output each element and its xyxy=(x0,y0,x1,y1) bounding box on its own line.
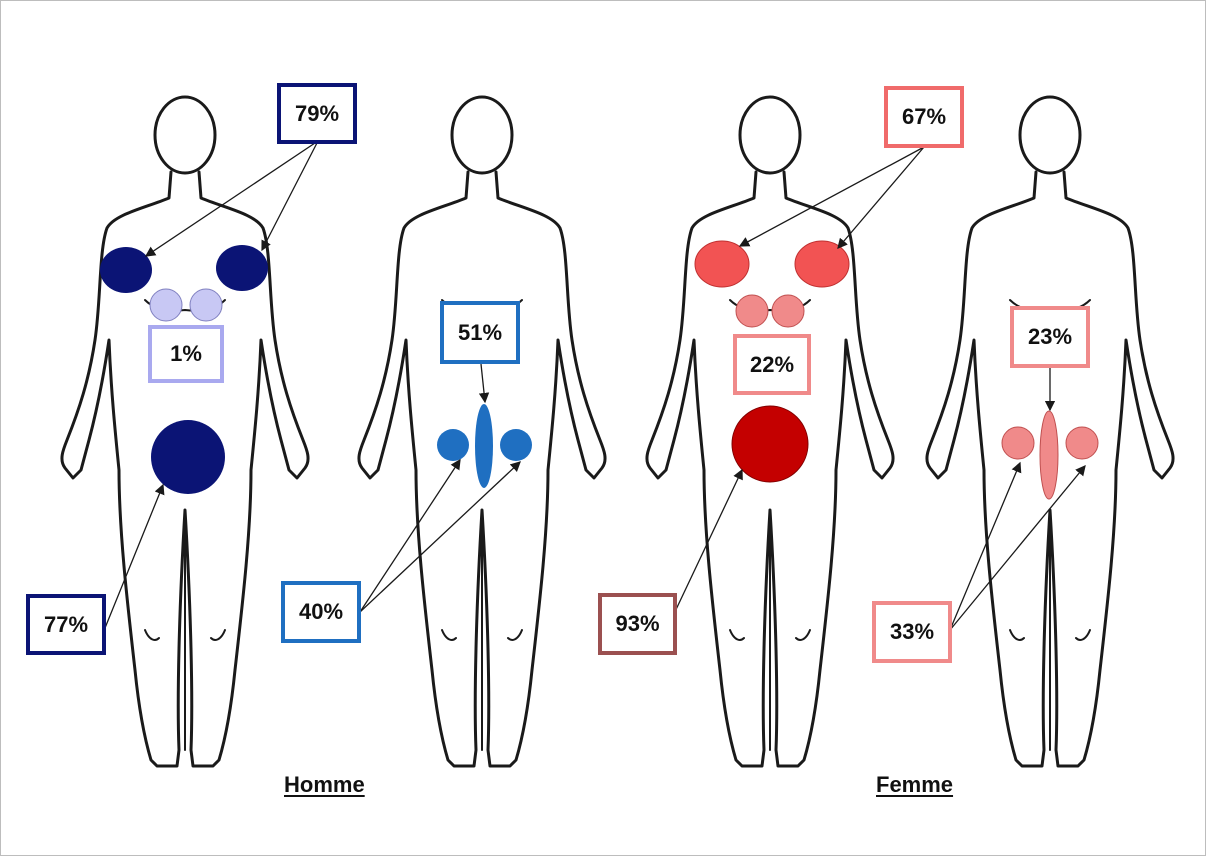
man-front-figure xyxy=(62,97,318,766)
man-back-hips-label: 40% xyxy=(281,581,361,643)
woman-back-spine-label: 23% xyxy=(1010,306,1090,368)
man-back-spine-spot xyxy=(475,404,493,488)
woman-back-hips-label: 33% xyxy=(872,601,952,663)
woman-back-spine-spot xyxy=(1040,411,1058,499)
man-back-right-hip-spot xyxy=(500,429,532,461)
woman-front-right-breast-spot xyxy=(772,295,804,327)
caption-femme: Femme xyxy=(876,772,953,798)
woman-back-right-hip-spot xyxy=(1066,427,1098,459)
man-back-figure xyxy=(359,97,605,766)
caption-homme: Homme xyxy=(284,772,365,798)
woman-back-left-hip-spot xyxy=(1002,427,1034,459)
man-back-spine-label: 51% xyxy=(440,301,520,364)
woman-back-figure xyxy=(927,97,1173,766)
woman-front-chest-label: 67% xyxy=(884,86,964,148)
man-back-left-hip-spot xyxy=(437,429,469,461)
man-front-right-shoulder-spot xyxy=(216,245,268,291)
woman-front-pelvis-label: 93% xyxy=(598,593,677,655)
man-front-pelvis-label: 77% xyxy=(26,594,106,655)
man-front-right-breast-spot xyxy=(190,289,222,321)
man-front-pelvis-spot xyxy=(151,420,225,494)
woman-front-right-shoulder-spot xyxy=(795,241,849,287)
woman-front-left-breast-spot xyxy=(736,295,768,327)
woman-front-left-shoulder-spot xyxy=(695,241,749,287)
woman-front-figure xyxy=(647,97,924,766)
man-front-breast-label: 1% xyxy=(148,325,224,383)
man-front-left-shoulder-spot xyxy=(100,247,152,293)
man-front-chest-label: 79% xyxy=(277,83,357,144)
woman-front-pelvis-spot xyxy=(732,406,808,482)
man-front-left-breast-spot xyxy=(150,289,182,321)
woman-front-breast-label: 22% xyxy=(733,334,811,395)
